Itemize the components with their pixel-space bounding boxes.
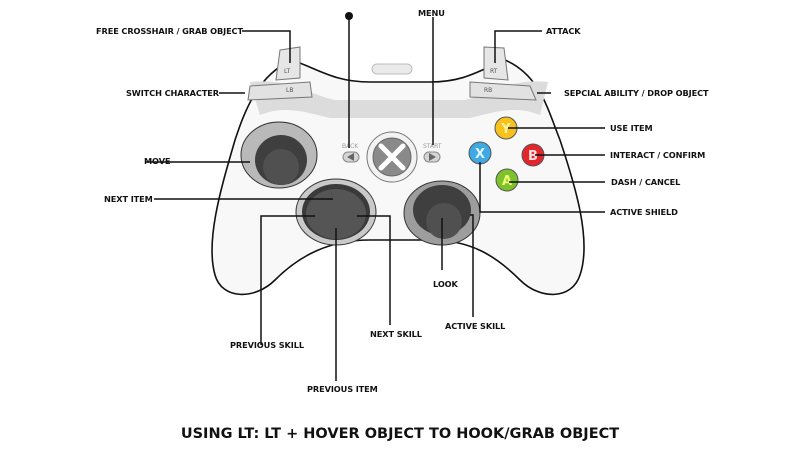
- rb-bumper[interactable]: [469, 81, 537, 101]
- dpad[interactable]: [295, 178, 377, 246]
- guide-slot: [371, 63, 413, 75]
- leader-lines: [146, 16, 605, 381]
- a-button[interactable]: A: [495, 168, 519, 192]
- svg-text:Y: Y: [500, 122, 511, 137]
- b-button[interactable]: B: [521, 143, 545, 167]
- right-stick[interactable]: [403, 180, 481, 246]
- label-x: ACTIVE SHIELD: [610, 207, 678, 217]
- back-arrow-icon: [347, 153, 354, 161]
- label-b: INTERACT / CONFIRM: [610, 150, 706, 160]
- svg-text:X: X: [475, 147, 485, 162]
- lt-trigger-label: LT: [284, 68, 291, 75]
- x-button[interactable]: X: [468, 141, 492, 165]
- lb-bumper-label: LB: [286, 87, 293, 94]
- label-dpad-right: NEXT SKILL: [370, 329, 422, 339]
- label-left-stick: MOVE: [144, 156, 171, 166]
- controller-top-band: [250, 81, 548, 118]
- label-rb: SEPCIAL ABILITY / DROP OBJECT: [564, 88, 709, 98]
- label-lt: FREE CROSSHAIR / GRAB OBJECT: [96, 26, 243, 36]
- rt-trigger-label: RT: [490, 68, 498, 75]
- label-right-stick-click: ACTIVE SKILL: [445, 321, 506, 331]
- left-stick[interactable]: [240, 121, 318, 189]
- svg-text:B: B: [528, 149, 538, 164]
- label-lb: SWITCH CHARACTER: [126, 88, 220, 98]
- footer-note: USING LT: LT + HOVER OBJECT TO HOOK/GRAB…: [180, 426, 620, 442]
- svg-text:A: A: [502, 174, 512, 189]
- y-button[interactable]: Y: [494, 116, 518, 140]
- label-dpad-down: PREVIOUS ITEM: [307, 384, 378, 394]
- back-label: BACK: [342, 143, 359, 150]
- label-start: MENU: [418, 8, 445, 18]
- lb-bumper[interactable]: [247, 81, 313, 101]
- start-arrow-icon: [429, 153, 436, 161]
- label-right-stick: LOOK: [433, 279, 458, 289]
- xbox-logo-icon: [378, 143, 406, 171]
- label-dpad-up: NEXT ITEM: [104, 194, 153, 204]
- menu-leader-dot: [345, 12, 353, 20]
- label-a: DASH / CANCEL: [611, 177, 681, 187]
- label-y: USE ITEM: [610, 123, 653, 133]
- label-rt: ATTACK: [546, 26, 581, 36]
- lt-trigger[interactable]: [275, 46, 301, 81]
- rt-trigger[interactable]: [483, 46, 509, 81]
- rb-bumper-label: RB: [484, 87, 492, 94]
- guide-button[interactable]: [366, 131, 418, 183]
- start-label: START: [423, 143, 442, 150]
- label-dpad-left: PREVIOUS SKILL: [230, 340, 304, 350]
